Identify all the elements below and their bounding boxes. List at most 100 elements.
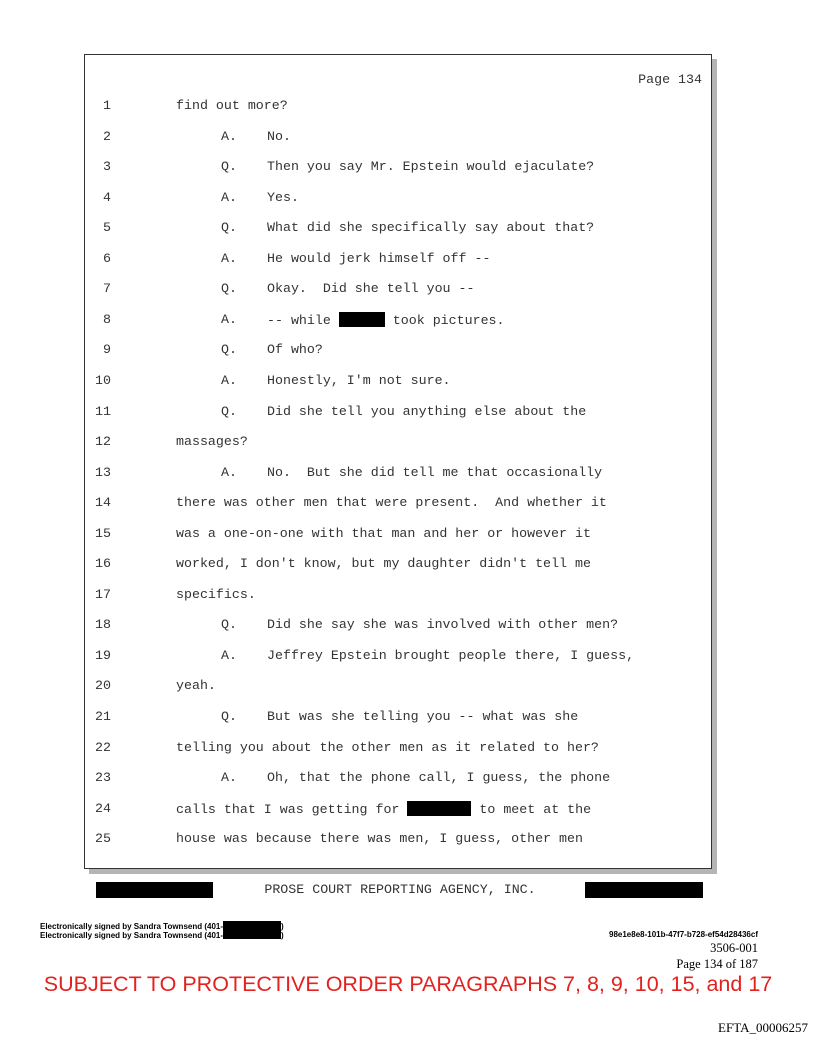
line-text: yeah. [176,678,216,693]
page-count: Page 134 of 187 [676,957,758,971]
case-number: 3506-001 [710,941,758,955]
line-text: worked, I don't know, but my daughter di… [176,556,591,571]
speaker-label: Q. [221,617,237,633]
line-number: 21 [95,709,111,724]
text: What did she specifically say about that… [267,220,595,236]
bates-number: EFTA_00006257 [718,1020,808,1035]
line-text: Then you say Mr. Epstein would ejaculate… [267,159,594,174]
line-number: 24 [95,800,111,816]
text: Then you say Mr. Epstein would ejaculate… [267,159,595,175]
page-header: Page 134 [638,72,702,87]
line-text: massages? [176,434,248,449]
line-number: 19 [95,647,111,663]
line-text: What did she specifically say about that… [267,220,594,235]
text: find out more? [176,98,288,113]
speaker-label: Q. [221,709,237,724]
text: specifics. [176,586,256,602]
speaker-label: Q. [221,342,237,358]
line-number: 3 [103,159,111,175]
line-number: 12 [95,434,111,450]
line-text: there was other men that were present. A… [176,495,607,510]
agency-name: PROSE COURT REPORTING AGENCY, INC. [264,882,536,897]
signature-line: Electronically signed by Sandra Townsend… [40,921,284,931]
text: Yes. [267,189,299,205]
redaction-box [223,930,282,939]
line-text: Honestly, I'm not sure. [267,373,451,388]
redaction-box [223,921,282,930]
text: yeah. [176,678,216,694]
speaker-label: A. [221,189,237,205]
text: Did she tell you anything else about the [267,403,587,419]
line-number: 4 [103,189,111,205]
redaction-box [96,882,213,898]
line-text: Did she say she was involved with other … [267,617,618,632]
line-text: No. But she did tell me that occasionall… [267,465,602,480]
text: massages? [176,434,248,450]
line-number: 11 [95,403,111,419]
text: was a one-on-one with that man and her o… [176,525,591,541]
line-text: He would jerk himself off -- [267,251,490,266]
text: calls that I was getting for [176,801,408,817]
line-number: 5 [103,220,111,236]
line-number: 2 [103,128,111,144]
signature-close: ) [281,931,284,940]
speaker-label: A. [221,770,237,786]
text: No. But she did tell me that occasionall… [267,464,603,480]
signature-text: Electronically signed by Sandra Townsend… [40,922,224,931]
speaker-label: Q. [221,220,237,236]
text: took pictures. [384,312,505,328]
line-number: 15 [95,525,111,541]
line-text: telling you about the other men as it re… [176,740,599,755]
text: Of who? [267,342,323,358]
line-number: 22 [95,739,111,755]
speaker-label: A. [221,464,237,480]
line-number: 17 [95,586,111,602]
line-text: was a one-on-one with that man and her o… [176,526,591,541]
line-number: 14 [95,495,111,511]
speaker-label: A. [221,250,237,266]
text: Did she say she was involved with other … [267,617,619,633]
text: worked, I don't know, but my daughter di… [176,556,591,572]
text: to meet at the [471,801,592,817]
speaker-label: A. [221,311,237,327]
speaker-label: A. [221,647,237,663]
line-number: 16 [95,556,111,572]
line-text: -- while took pictures. [267,311,505,328]
text: No. [267,128,291,144]
text: Jeffrey Epstein brought people there, I … [267,647,635,663]
speaker-label: Q. [221,281,237,297]
text: Oh, that the phone call, I guess, the ph… [267,770,611,786]
line-text: find out more? [176,98,288,113]
line-text: Yes. [267,190,299,205]
text: -- while [267,312,339,328]
line-number: 25 [95,831,111,847]
line-text: Okay. Did she tell you -- [267,281,474,296]
speaker-label: Q. [221,403,237,419]
line-text: No. [267,129,291,144]
signature-text: Electronically signed by Sandra Townsend… [40,931,224,940]
line-text: Did she tell you anything else about the [267,404,586,419]
line-number: 10 [95,372,111,388]
line-text: specifics. [176,587,256,602]
line-text: Jeffrey Epstein brought people there, I … [267,648,634,663]
document-hash: 98e1e8e8-101b-47f7-b728-ef54d28436cf [609,930,758,939]
line-text: But was she telling you -- what was she [267,709,578,724]
line-number: 6 [103,250,111,266]
text: But was she telling you -- what was she [267,709,579,724]
text: He would jerk himself off -- [267,250,491,266]
line-text: Oh, that the phone call, I guess, the ph… [267,770,610,785]
text: telling you about the other men as it re… [176,739,599,755]
redaction-box [338,311,385,327]
speaker-label: A. [221,128,237,144]
redaction-box [407,800,472,816]
line-text: house was because there was men, I guess… [176,831,583,846]
text: house was because there was men, I guess… [176,831,583,847]
redaction-box [585,882,703,898]
line-text: Of who? [267,342,323,357]
signature-line: Electronically signed by Sandra Townsend… [40,930,284,940]
line-number: 7 [103,281,111,297]
speaker-label: Q. [221,159,237,175]
line-number: 23 [95,770,111,786]
line-number: 1 [103,98,111,113]
